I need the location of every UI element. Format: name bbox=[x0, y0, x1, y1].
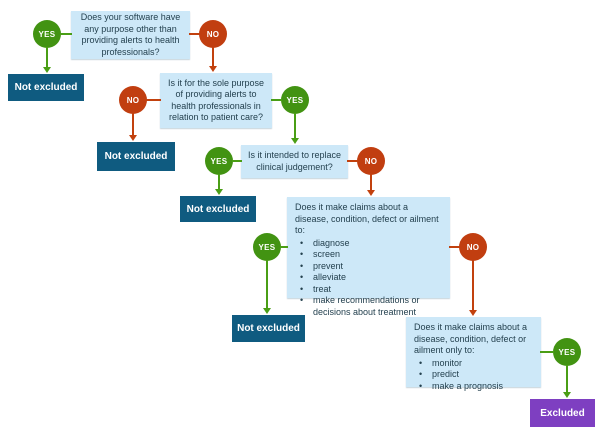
bullet-item: screen bbox=[300, 249, 442, 261]
question-lead: Does it make claims about a disease, con… bbox=[295, 202, 439, 235]
connector-line bbox=[449, 246, 460, 248]
arrow-head-icon bbox=[215, 189, 223, 195]
no-label: NO bbox=[364, 156, 378, 166]
outcome-excluded: Excluded bbox=[530, 399, 595, 427]
question-box-claims-disease: Does it make claims about a disease, con… bbox=[287, 197, 450, 317]
bullet-item: monitor bbox=[419, 358, 533, 370]
yes-label: YES bbox=[258, 242, 276, 252]
bullet-item: treat bbox=[300, 284, 442, 296]
question-box-claims-only-monitor: Does it make claims about a disease, con… bbox=[406, 317, 541, 392]
bullet-item: make recommendations or decisions about … bbox=[300, 295, 442, 318]
no-circle-q2: NO bbox=[119, 86, 147, 114]
connector-line bbox=[540, 351, 554, 353]
bullet-item: alleviate bbox=[300, 272, 442, 284]
yes-circle-q3: YES bbox=[205, 147, 233, 175]
connector-line bbox=[271, 99, 282, 101]
yes-label: YES bbox=[558, 347, 576, 357]
yes-circle-q4: YES bbox=[253, 233, 281, 261]
yes-label: YES bbox=[210, 156, 228, 166]
arrow-line bbox=[218, 174, 220, 189]
no-circle-q3: NO bbox=[357, 147, 385, 175]
arrow-line bbox=[266, 260, 268, 308]
outcome-not-excluded-4: Not excluded bbox=[232, 315, 305, 342]
question-text: Is it intended to replace clinical judge… bbox=[247, 150, 342, 172]
yes-circle-q2: YES bbox=[281, 86, 309, 114]
arrow-line bbox=[566, 365, 568, 392]
claims-only-bullet-list: monitorpredictmake a prognosis bbox=[414, 358, 533, 393]
yes-label: YES bbox=[38, 29, 56, 39]
bullet-item: prevent bbox=[300, 261, 442, 273]
no-circle-q1: NO bbox=[199, 20, 227, 48]
yes-circle-q5: YES bbox=[553, 338, 581, 366]
arrow-head-icon bbox=[563, 392, 571, 398]
no-label: NO bbox=[466, 242, 480, 252]
yes-label: YES bbox=[286, 95, 304, 105]
arrow-head-icon bbox=[291, 138, 299, 144]
arrow-head-icon bbox=[209, 66, 217, 72]
connector-line bbox=[347, 160, 358, 162]
bullet-item: diagnose bbox=[300, 238, 442, 250]
arrow-head-icon bbox=[129, 135, 137, 141]
outcome-label: Not excluded bbox=[237, 323, 300, 334]
no-circle-q4: NO bbox=[459, 233, 487, 261]
outcome-label: Not excluded bbox=[186, 203, 250, 215]
connector-line bbox=[189, 33, 200, 35]
question-box-software-purpose: Does your software have any purpose othe… bbox=[71, 11, 190, 59]
connector-line bbox=[60, 33, 72, 35]
outcome-not-excluded-1: Not excluded bbox=[8, 74, 84, 101]
question-lead: Does it make claims about a disease, con… bbox=[414, 322, 528, 355]
arrow-line bbox=[132, 113, 134, 135]
outcome-not-excluded-3: Not excluded bbox=[180, 196, 256, 222]
claims-bullet-list: diagnosescreenpreventalleviatetreatmake … bbox=[295, 238, 442, 319]
question-box-sole-purpose-alerts: Is it for the sole purpose of providing … bbox=[160, 73, 272, 128]
question-text: Does your software have any purpose othe… bbox=[80, 12, 181, 57]
no-label: NO bbox=[126, 95, 140, 105]
arrow-head-icon bbox=[43, 67, 51, 73]
arrow-line bbox=[370, 174, 372, 190]
arrow-line bbox=[46, 47, 48, 67]
connector-line bbox=[232, 160, 242, 162]
connector-line bbox=[146, 99, 161, 101]
bullet-item: predict bbox=[419, 369, 533, 381]
outcome-label: Excluded bbox=[540, 407, 585, 419]
outcome-label: Not excluded bbox=[14, 82, 78, 93]
connector-line bbox=[280, 246, 288, 248]
arrow-head-icon bbox=[263, 308, 271, 314]
arrow-line bbox=[472, 260, 474, 310]
question-text: Is it for the sole purpose of providing … bbox=[167, 77, 265, 123]
no-label: NO bbox=[206, 29, 220, 39]
arrow-line bbox=[294, 113, 296, 138]
arrow-head-icon bbox=[367, 190, 375, 196]
outcome-label: Not excluded bbox=[104, 151, 168, 162]
question-box-replace-clinical-judgement: Is it intended to replace clinical judge… bbox=[241, 145, 348, 178]
bullet-item: make a prognosis bbox=[419, 381, 533, 393]
arrow-head-icon bbox=[469, 310, 477, 316]
yes-circle-q1: YES bbox=[33, 20, 61, 48]
outcome-not-excluded-2: Not excluded bbox=[97, 142, 175, 171]
arrow-line bbox=[212, 47, 214, 66]
